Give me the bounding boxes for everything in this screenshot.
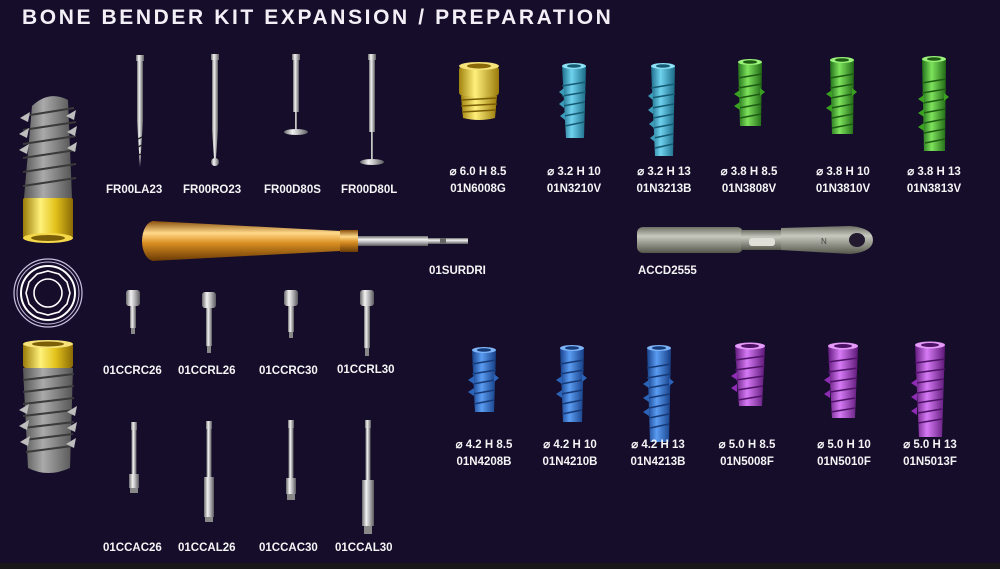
implant-card: ⌀ 5.0 H 13 01N5013F xyxy=(880,437,980,471)
implant-code: 01N4208B xyxy=(456,456,512,468)
implant-card: ⌀ 4.2 H 13 01N4213B xyxy=(608,437,708,471)
implant-magenta-icon xyxy=(911,341,946,437)
implant-code: 01N3213B xyxy=(636,183,692,195)
contra-angle-driver-code: 01CCAC26 xyxy=(103,542,162,554)
implant-magenta-icon xyxy=(824,342,859,418)
ratchet-driver-long-icon xyxy=(202,292,216,353)
handle-code: 01SURDRI xyxy=(429,265,486,277)
implant-spec: ⌀ 4.2 H 13 xyxy=(631,439,685,451)
ratchet-driver-short-icon xyxy=(126,290,140,334)
implant-spec: ⌀ 6.0 H 8.5 xyxy=(449,166,507,178)
disc-bur-long-icon xyxy=(360,54,384,165)
drill-bur-code: FR00D80L xyxy=(341,184,398,196)
implant-gray-gold-collar-icon xyxy=(19,96,77,243)
implant-card: ⌀ 4.2 H 10 01N4210B xyxy=(520,437,620,471)
torque-wrench-icon: N xyxy=(637,226,873,254)
implant-spec: ⌀ 3.8 H 13 xyxy=(907,166,961,178)
ratchet-driver-long-icon xyxy=(360,290,374,356)
implant-spec: ⌀ 4.2 H 8.5 xyxy=(455,439,513,451)
implant-green-icon xyxy=(826,57,857,134)
contra-angle-driver-short-icon xyxy=(129,422,139,493)
ratchet-driver-code: 01CCRL30 xyxy=(337,364,395,376)
implant-code: 01N3210V xyxy=(546,183,602,195)
implant-blue-icon xyxy=(556,345,587,422)
lance-bur-icon xyxy=(136,55,144,167)
implant-card: ⌀ 5.0 H 10 01N5010F xyxy=(794,437,894,471)
implant-card: ⌀ 3.8 H 13 01N3813V xyxy=(884,164,984,198)
contra-angle-driver-code: 01CCAL26 xyxy=(178,542,236,554)
implant-code: 01N6008G xyxy=(450,183,506,195)
implant-cyan-icon xyxy=(559,63,587,138)
surgical-driver-handle-icon xyxy=(142,221,468,261)
wrench-code: ACCD2555 xyxy=(638,265,697,277)
contra-angle-driver-code: 01CCAC30 xyxy=(259,542,318,554)
implant-spec: ⌀ 3.8 H 10 xyxy=(816,166,870,178)
page-title: BONE BENDER KIT EXPANSION / PREPARATION xyxy=(22,6,614,29)
drill-bur-code: FR00RO23 xyxy=(183,184,242,196)
implant-card: ⌀ 6.0 H 8.5 01N6008G xyxy=(428,164,528,198)
implant-green-icon xyxy=(734,59,765,126)
implant-card: ⌀ 3.2 H 13 01N3213B xyxy=(614,164,714,198)
implant-code: 01N3810V xyxy=(815,183,871,195)
implant-code: 01N4210B xyxy=(542,456,598,468)
implant-cyan-icon xyxy=(648,63,676,156)
ratchet-driver-short-icon xyxy=(284,290,298,338)
round-bur-icon xyxy=(211,54,219,166)
drill-bur-code: FR00D80S xyxy=(264,184,321,196)
implant-spec: ⌀ 3.8 H 8.5 xyxy=(720,166,778,178)
implant-spec: ⌀ 5.0 H 10 xyxy=(817,439,871,451)
implant-code: 01N5008F xyxy=(720,456,774,468)
contra-angle-driver-short-icon xyxy=(286,420,296,500)
implant-spec: ⌀ 5.0 H 13 xyxy=(903,439,957,451)
ratchet-driver-code: 01CCRC26 xyxy=(103,365,162,377)
bottom-edge xyxy=(0,563,1000,569)
implant-code: 01N3813V xyxy=(906,183,962,195)
implant-code: 01N4213B xyxy=(630,456,686,468)
implant-spec: ⌀ 4.2 H 10 xyxy=(543,439,597,451)
ratchet-driver-code: 01CCRC30 xyxy=(259,365,318,377)
implant-spec: ⌀ 3.2 H 13 xyxy=(637,166,691,178)
implant-card: ⌀ 5.0 H 8.5 01N5008F xyxy=(697,437,797,471)
svg-text:N: N xyxy=(821,237,827,246)
implant-spec: ⌀ 5.0 H 8.5 xyxy=(718,439,776,451)
implant-card: ⌀ 3.8 H 10 01N3810V xyxy=(793,164,893,198)
implant-card: ⌀ 3.2 H 10 01N3210V xyxy=(524,164,624,198)
implant-green-icon xyxy=(918,56,949,151)
implant-blue-icon xyxy=(643,345,674,442)
implant-card: ⌀ 3.8 H 8.5 01N3808V xyxy=(699,164,799,198)
ratchet-driver-code: 01CCRL26 xyxy=(178,365,236,377)
drill-bur-code: FR00LA23 xyxy=(106,184,163,196)
implant-top-view-icon xyxy=(13,258,83,328)
implant-gray-gold-top-icon xyxy=(19,340,77,473)
contra-angle-driver-code: 01CCAL30 xyxy=(335,542,393,554)
implant-gold-icon xyxy=(459,62,499,120)
implant-spec: ⌀ 3.2 H 10 xyxy=(547,166,601,178)
implant-magenta-icon xyxy=(731,342,766,406)
implant-blue-icon xyxy=(468,347,499,412)
implant-code: 01N5013F xyxy=(903,456,957,468)
implant-card: ⌀ 4.2 H 8.5 01N4208B xyxy=(434,437,534,471)
disc-bur-short-icon xyxy=(284,54,308,135)
implant-code: 01N3808V xyxy=(721,183,777,195)
contra-angle-driver-long-icon xyxy=(362,420,374,534)
contra-angle-driver-long-icon xyxy=(204,421,214,522)
implant-code: 01N5010F xyxy=(817,456,871,468)
